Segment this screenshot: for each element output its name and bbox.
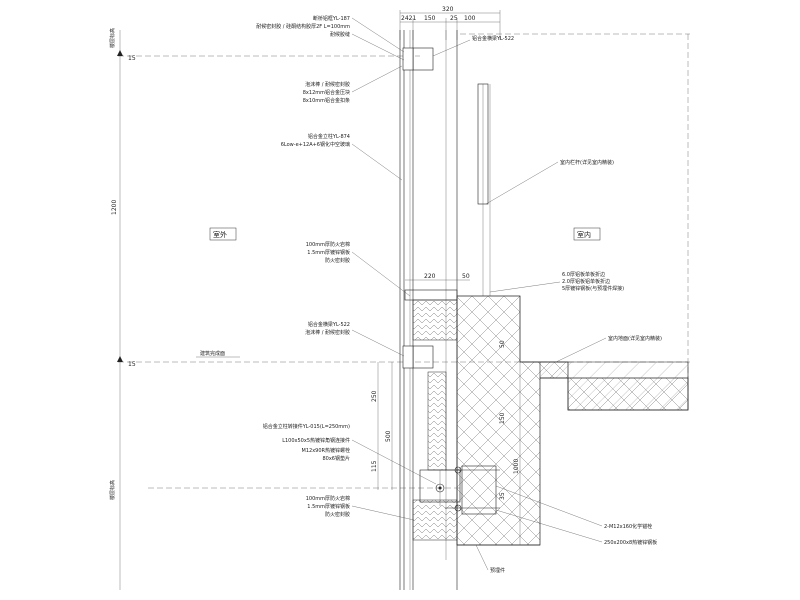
svg-text:铝合金横梁YL-522: 铝合金横梁YL-522	[472, 35, 514, 42]
svg-text:1.5mm厚镀锌钢板: 1.5mm厚镀锌钢板	[307, 249, 350, 256]
left-callouts: 断桥铝框YL-187 耐候密封胶 / 硅酮结构胶厚2F L=100mm 耐候胶缝…	[256, 15, 437, 521]
svg-text:5厚镀锌钢板(与预埋件焊接): 5厚镀锌钢板(与预埋件焊接)	[562, 285, 624, 292]
svg-text:铝合金立柱转接件YL-015(L=250mm): 铝合金立柱转接件YL-015(L=250mm)	[263, 423, 350, 430]
svg-text:100: 100	[464, 15, 476, 22]
space-outdoor-label: 室外	[213, 230, 227, 239]
svg-text:2421: 2421	[401, 15, 416, 22]
svg-text:115: 115	[371, 460, 378, 472]
svg-text:L100x50x5热镀锌角钢连接件: L100x50x5热镀锌角钢连接件	[282, 437, 350, 444]
right-callouts: 铝合金横梁YL-522 室内栏杆(详见室内精装) 6.0厚铝板单板折边 2.0厚…	[432, 35, 662, 574]
svg-text:500: 500	[385, 430, 392, 442]
axis-bottom-label: 楼层标高	[109, 480, 116, 500]
svg-text:耐候密封胶 / 硅酮结构胶厚2F L=100mm: 耐候密封胶 / 硅酮结构胶厚2F L=100mm	[256, 23, 350, 30]
svg-text:320: 320	[442, 6, 454, 13]
svg-text:80x6钢垫片: 80x6钢垫片	[322, 455, 350, 462]
top-transom-box	[412, 47, 434, 71]
svg-text:防火密封胶: 防火密封胶	[325, 511, 350, 518]
svg-text:M12x90R热镀锌螺栓: M12x90R热镀锌螺栓	[302, 447, 350, 454]
svg-text:2.0厚铝板铝单板折边: 2.0厚铝板铝单板折边	[562, 278, 610, 285]
svg-text:150: 150	[499, 412, 506, 424]
svg-text:预埋件: 预埋件	[490, 567, 505, 574]
svg-text:35: 35	[499, 492, 506, 500]
axis-mark-top: 15	[128, 55, 136, 62]
svg-text:泡沫棒 / 耐候密封胶: 泡沫棒 / 耐候密封胶	[305, 81, 350, 88]
svg-text:250x200x8热镀锌钢板: 250x200x8热镀锌钢板	[604, 539, 657, 546]
svg-text:8x12mm铝合金压块: 8x12mm铝合金压块	[303, 89, 350, 96]
axis-top-label: 楼层标高	[109, 28, 116, 48]
mid-transom-box	[412, 345, 434, 369]
svg-text:铝合金立柱YL-874: 铝合金立柱YL-874	[308, 133, 350, 140]
embedded-plate	[461, 465, 497, 515]
reference-lines	[118, 30, 690, 590]
slab-section	[456, 295, 689, 546]
svg-text:8x10mm铝合金扣条: 8x10mm铝合金扣条	[303, 97, 350, 104]
svg-text:6Low-e+12A+6钢化中空玻璃: 6Low-e+12A+6钢化中空玻璃	[281, 141, 350, 148]
indoor-railing	[477, 83, 491, 296]
svg-text:断桥铝框YL-187: 断桥铝框YL-187	[313, 15, 350, 22]
fire-insulation-top	[412, 299, 458, 341]
space-labels: 室外 室内 建筑完成面	[196, 227, 601, 358]
svg-text:50: 50	[462, 273, 470, 280]
svg-text:50: 50	[499, 340, 506, 348]
svg-text:1000: 1000	[513, 459, 520, 474]
fire-insulation-bottom	[412, 499, 458, 541]
svg-text:250: 250	[371, 390, 378, 402]
svg-text:6.0厚铝板单板折边: 6.0厚铝板单板折边	[562, 271, 605, 278]
svg-text:泡沫棒 / 耐候密封胶: 泡沫棒 / 耐候密封胶	[305, 329, 350, 336]
svg-text:室内栏杆(详见室内精装): 室内栏杆(详见室内精装)	[560, 159, 614, 166]
floor-finish	[520, 361, 689, 411]
svg-text:150: 150	[424, 15, 436, 22]
svg-text:1.5mm厚镀锌钢板: 1.5mm厚镀锌钢板	[307, 503, 350, 510]
top-dimensions: 320 2421 150 25 100	[399, 6, 501, 40]
svg-text:防火密封胶: 防火密封胶	[325, 257, 350, 264]
svg-text:100mm厚防火岩棉: 100mm厚防火岩棉	[306, 495, 350, 502]
concrete-slab	[445, 295, 689, 546]
svg-text:2-M12x160化学锚栓: 2-M12x160化学锚栓	[604, 523, 652, 530]
svg-text:铝合金横梁YL-522: 铝合金横梁YL-522	[308, 321, 350, 328]
fire-insulation-mid	[427, 371, 447, 471]
svg-text:100mm厚防火岩棉: 100mm厚防火岩棉	[306, 241, 350, 248]
vertical-dimensions: 250 500 115 1000 50 150 35	[371, 340, 520, 500]
axis-mark-mid: 15	[128, 361, 136, 368]
svg-text:耐候胶缝: 耐候胶缝	[330, 31, 350, 38]
sill-assembly: 220 50	[404, 273, 470, 541]
left-axis: 15 15 楼层标高 楼层标高 1200	[109, 28, 136, 500]
dim-height-main: 1200	[111, 200, 118, 215]
svg-text:220: 220	[424, 273, 436, 280]
level-text: 建筑完成面	[200, 350, 225, 357]
svg-text:25: 25	[450, 15, 458, 22]
svg-text:室内地面(详见室内精装): 室内地面(详见室内精装)	[608, 335, 662, 342]
space-indoor-label: 室内	[577, 230, 591, 239]
